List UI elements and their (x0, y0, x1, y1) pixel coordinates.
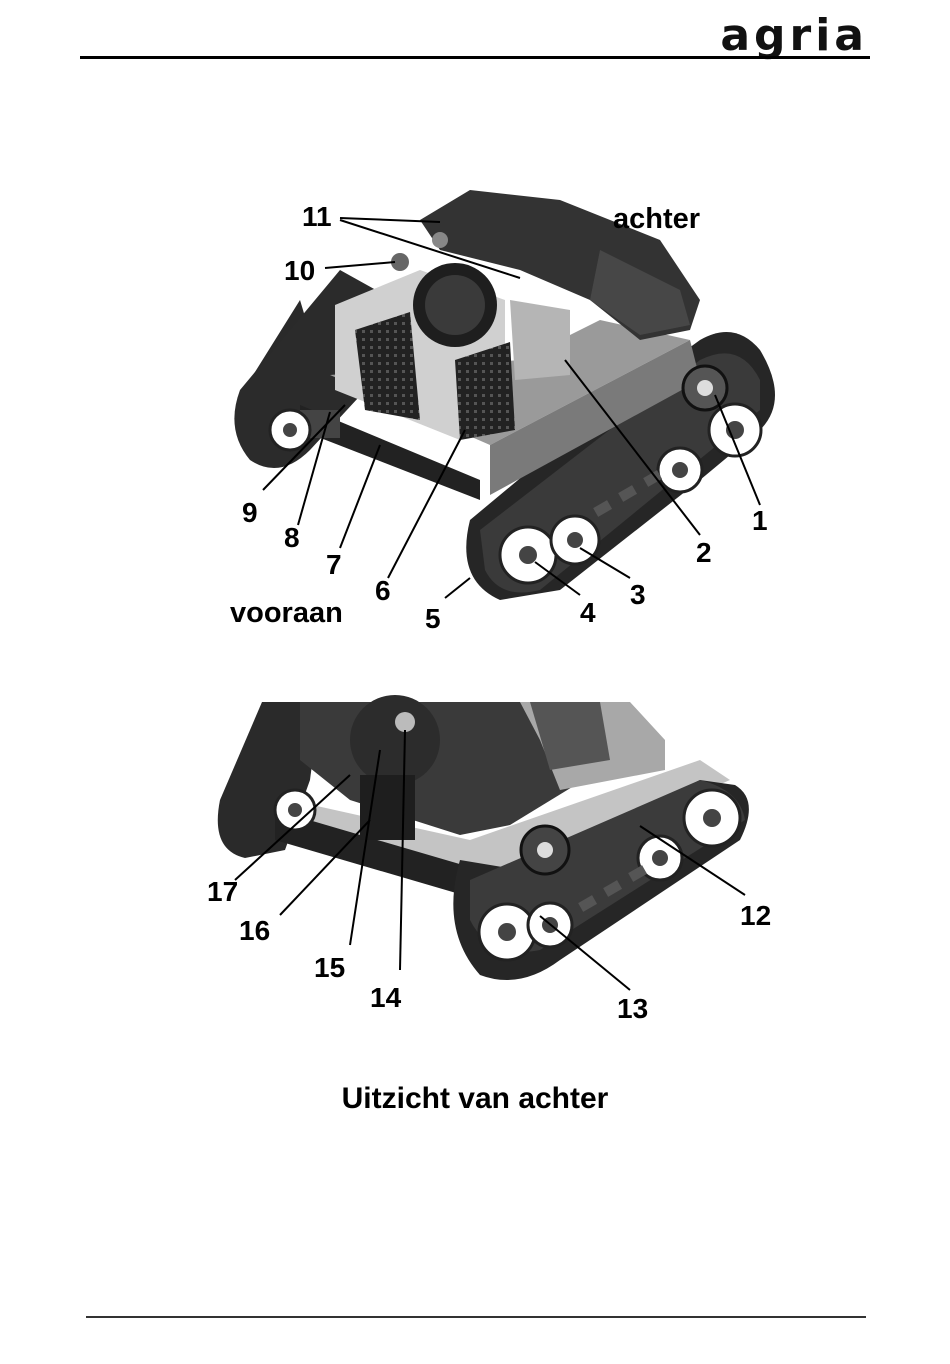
callout-label-4: 4 (580, 597, 596, 628)
bottom-machine-drawing (218, 695, 749, 980)
figure-caption: Uitzicht van achter (0, 1082, 950, 1116)
direction-front-label: vooraan (230, 597, 343, 629)
callout-label-6: 6 (375, 575, 391, 606)
callout-label-1: 1 (752, 505, 768, 536)
callout-label-12: 12 (740, 900, 771, 931)
callout-label-13: 13 (617, 993, 648, 1024)
callout-label-10: 10 (284, 255, 315, 286)
callout-label-11: 11 (302, 201, 332, 232)
top-machine-drawing (234, 190, 775, 600)
callout-label-3: 3 (630, 579, 646, 610)
callout-label-2: 2 (696, 537, 712, 568)
callout-label-15: 15 (314, 952, 345, 983)
callout-label-9: 9 (242, 497, 258, 528)
callout-label-14: 14 (370, 982, 402, 1013)
footer-rule (86, 1316, 866, 1318)
direction-back-label: achter (613, 203, 700, 235)
callout-label-16: 16 (239, 915, 270, 946)
callout-label-8: 8 (284, 522, 300, 553)
callout-label-7: 7 (326, 549, 342, 580)
callout-label-17: 17 (207, 876, 238, 907)
callout-label-5: 5 (425, 603, 441, 634)
